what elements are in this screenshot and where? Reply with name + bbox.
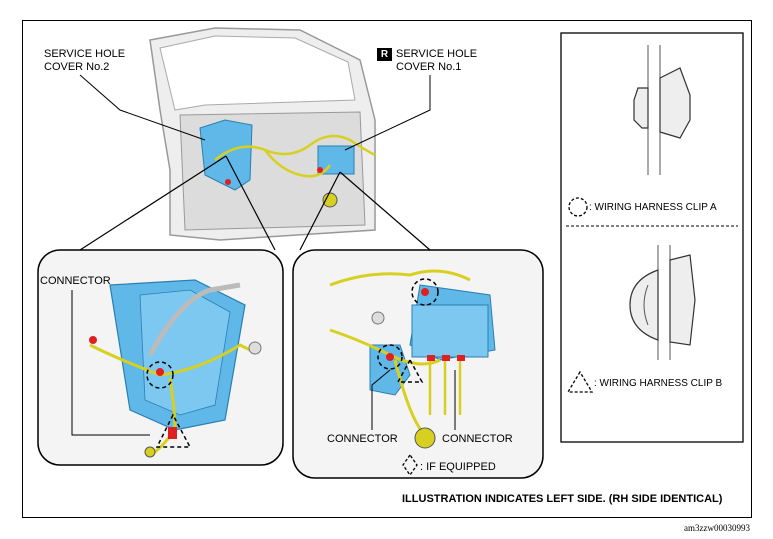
clip-legend-panel	[560, 32, 744, 443]
footer-note: ILLUSTRATION INDICATES LEFT SIDE. (RH SI…	[402, 493, 723, 505]
service-hole-cover-1-shape	[317, 145, 355, 175]
service-hole-cover-2-line2: COVER No.2	[44, 61, 110, 73]
if-equipped-label: : IF EQUIPPED	[420, 461, 496, 473]
rh-badge: R	[377, 48, 392, 61]
service-hole-cover-2-label: SERVICE HOLE COVER No.2	[44, 48, 125, 74]
clip-a-label: : WIRING HARNESS CLIP A	[589, 202, 717, 213]
service-hole-cover-1-label: SERVICE HOLE COVER No.1	[396, 48, 477, 74]
diagram-frame	[22, 20, 752, 518]
service-hole-cover-1-line2: COVER No.1	[396, 61, 462, 73]
connector-label-bottom-left: CONNECTOR	[327, 433, 398, 445]
clip-b-label: : WIRING HARNESS CLIP B	[594, 378, 723, 389]
leader-cover-1	[344, 75, 431, 151]
door-main	[149, 27, 376, 241]
service-hole-cover-1-line1: SERVICE HOLE	[396, 48, 478, 60]
detail-panel-left	[37, 249, 284, 466]
figure-code: am3zzw00030993	[684, 523, 750, 533]
detail-panel-right	[292, 249, 544, 479]
connector-label-bottom-right: CONNECTOR	[442, 433, 513, 445]
leader-cover-2	[79, 74, 206, 141]
service-hole-cover-2-shape	[199, 119, 253, 191]
service-hole-cover-2-line1: SERVICE HOLE	[44, 48, 126, 60]
connector-label-left: CONNECTOR	[40, 275, 111, 287]
door-harness	[214, 134, 376, 161]
